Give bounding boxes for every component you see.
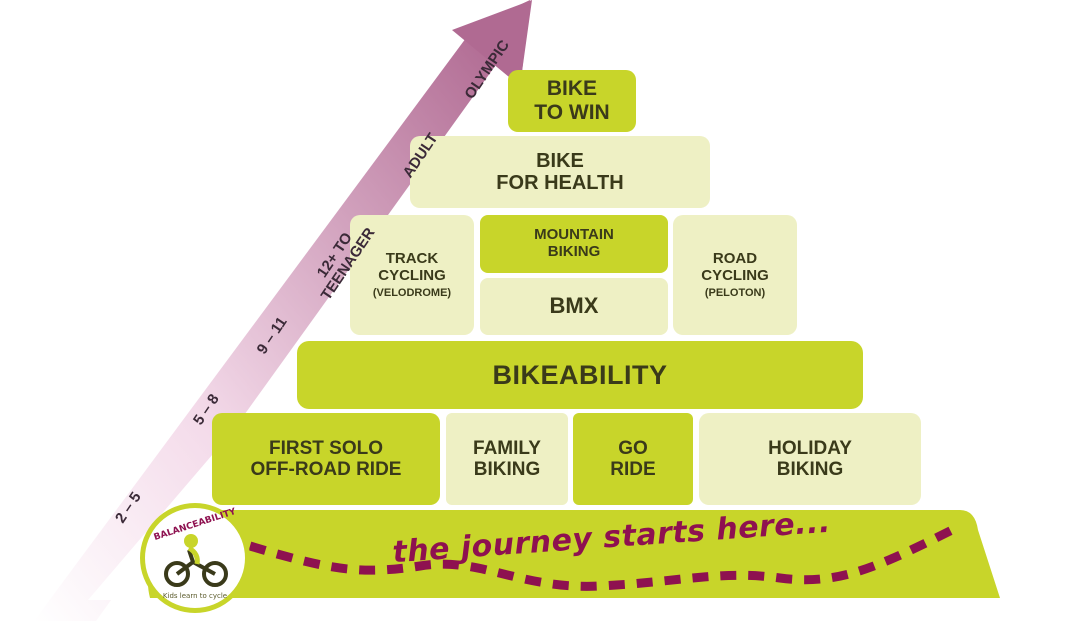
tier-family-biking: FAMILY BIKING xyxy=(446,413,568,505)
first-solo-label: FIRST SOLO OFF-ROAD RIDE xyxy=(250,437,402,480)
logo-tagline: Kids learn to cycle xyxy=(162,592,228,600)
tier-bmx: BMX xyxy=(480,278,668,335)
growth-arrow-head xyxy=(452,0,532,86)
track-cycling-label: TRACK CYCLING xyxy=(378,250,446,284)
growth-arrow-body xyxy=(34,38,498,621)
velodrome-sublabel: (VELODROME) xyxy=(372,286,452,299)
bmx-label: BMX xyxy=(549,293,599,319)
tier-bikeability: BIKEABILITY xyxy=(297,341,863,409)
family-biking-label: FAMILY BIKING xyxy=(473,437,541,480)
tier-bike-for-health: BIKE FOR HEALTH xyxy=(410,136,710,208)
mountain-biking-label: MOUNTAIN BIKING xyxy=(534,226,614,260)
tier-bike-to-win: BIKE TO WIN xyxy=(508,70,636,132)
peloton-sublabel: (PELOTON) xyxy=(704,286,766,299)
bikeability-label: BIKEABILITY xyxy=(492,359,668,390)
tier-holiday-biking: HOLIDAY BIKING xyxy=(699,413,921,505)
tier-mountain-biking: MOUNTAIN BIKING xyxy=(480,215,668,273)
tier-go-ride: GO RIDE xyxy=(573,413,693,505)
cyclist-icon xyxy=(164,534,228,587)
tier-track-cycling: TRACK CYCLING (VELODROME) xyxy=(350,215,474,335)
bike-to-win-label: BIKE TO WIN xyxy=(534,77,610,124)
go-ride-label: GO RIDE xyxy=(610,437,656,480)
balanceability-logo: BALANCEABILITY Kids learn to cycle xyxy=(140,503,250,613)
bike-for-health-label: BIKE FOR HEALTH xyxy=(496,149,624,194)
holiday-biking-label: HOLIDAY BIKING xyxy=(768,437,852,480)
tier-road-cycling: ROAD CYCLING (PELOTON) xyxy=(673,215,797,335)
journey-path xyxy=(248,521,963,591)
road-cycling-label: ROAD CYCLING xyxy=(701,250,769,284)
tier-first-solo: FIRST SOLO OFF-ROAD RIDE xyxy=(212,413,440,505)
